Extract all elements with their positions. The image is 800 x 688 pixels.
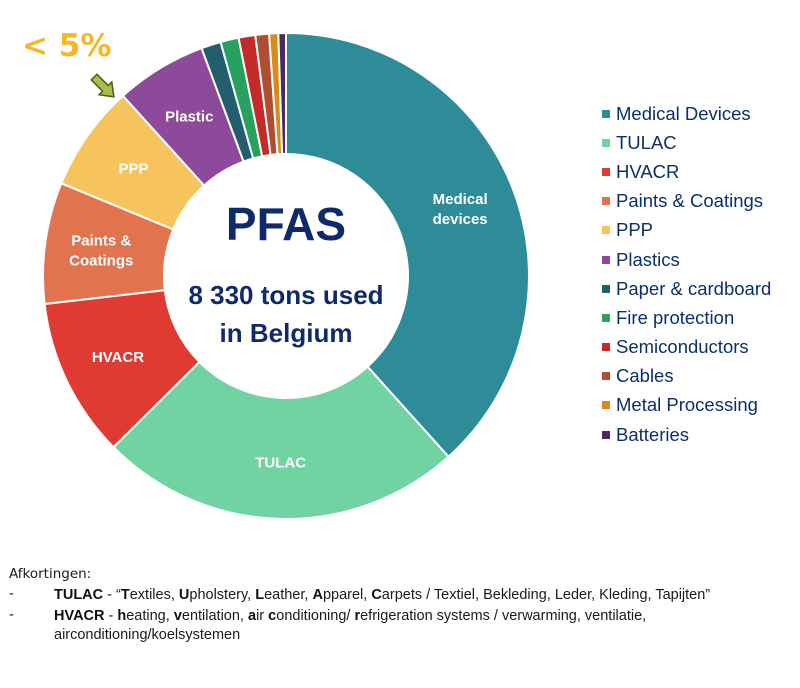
legend-item-hvacr: HVACR: [602, 157, 771, 186]
legend-item-batteries: Batteries: [602, 420, 771, 449]
note-dash: -: [9, 607, 14, 623]
center-line2: in Belgium: [220, 318, 353, 348]
legend-label: Fire protection: [616, 306, 735, 328]
note-tulac: - TULAC - “Textiles, Upholstery, Leather,…: [9, 586, 789, 605]
legend-label: Cables: [616, 365, 674, 387]
legend-item-paints-and-coatings: Paints & Coatings: [602, 187, 771, 216]
slice-label-tulac: TULAC: [255, 454, 306, 471]
legend-swatch: [602, 343, 610, 352]
legend-swatch: [602, 109, 610, 118]
center-line1: 8 330 tons used: [188, 280, 383, 310]
legend-label: TULAC: [616, 131, 677, 153]
note-text: HVACR - heating, ventilation, air condit…: [54, 608, 647, 643]
notes-list: - TULAC - “Textiles, Upholstery, Leather,…: [9, 586, 789, 645]
legend-label: Paper & cardboard: [616, 277, 772, 299]
note-hvacr: - HVACR - heating, ventilation, air condi…: [9, 607, 789, 645]
legend-item-plastics: Plastics: [602, 245, 771, 274]
note-abbreviation: HVACR: [54, 608, 105, 624]
legend-swatch: [602, 226, 610, 235]
slice-label-hvacr: HVACR: [92, 349, 144, 366]
slice-batteries: [277, 31, 287, 156]
callout-arrow-icon: [90, 73, 115, 98]
legend-label: Medical Devices: [616, 102, 751, 124]
slice-label-plastics: Plastic: [165, 109, 213, 126]
slice-label-paints-and-coatings: Paints &Coatings: [69, 232, 133, 269]
legend-label: Semiconductors: [616, 336, 749, 358]
legend-item-tulac: TULAC: [602, 128, 771, 157]
callout-label: < 5%: [22, 28, 111, 64]
legend-item-cables: Cables: [602, 362, 771, 391]
legend-label: PPP: [616, 219, 654, 241]
legend-item-metal-processing: Metal Processing: [602, 391, 771, 420]
legend-swatch: [602, 284, 610, 293]
legend-label: Batteries: [616, 423, 690, 445]
legend-item-medical-devices: Medical Devices: [602, 99, 771, 128]
legend-item-ppp: PPP: [602, 216, 771, 245]
legend-item-semiconductors: Semiconductors: [602, 333, 771, 362]
legend-item-paper-and-cardboard: Paper & cardboard: [602, 274, 771, 303]
legend-label: Metal Processing: [616, 394, 758, 416]
legend-label: HVACR: [616, 160, 680, 182]
abbreviations-notes: Afkortingen: - TULAC - “Textiles, Upholst…: [9, 566, 789, 647]
slice-medical-devices: [285, 31, 530, 459]
notes-heading: Afkortingen:: [9, 566, 92, 582]
slice-tulac: [112, 360, 450, 520]
legend-swatch: [602, 197, 610, 206]
legend-swatch: [602, 313, 610, 322]
center-title: PFAS: [226, 198, 346, 250]
legend-swatch: [602, 401, 610, 410]
legend-swatch: [602, 372, 610, 381]
legend-label: Paints & Coatings: [616, 190, 764, 212]
donut-slices: [42, 31, 530, 520]
slice-label-ppp: PPP: [118, 161, 148, 178]
legend-swatch: [602, 430, 610, 439]
note-abbreviation: TULAC: [54, 587, 104, 603]
note-text: TULAC - “Textiles, Upholstery, Leather, …: [54, 587, 711, 603]
legend-swatch: [602, 255, 610, 264]
legend-label: Plastics: [616, 248, 680, 270]
legend-swatch: [602, 138, 610, 147]
legend-swatch: [602, 167, 610, 176]
note-dash: -: [9, 586, 14, 602]
legend-item-fire-protection: Fire protection: [602, 303, 771, 332]
